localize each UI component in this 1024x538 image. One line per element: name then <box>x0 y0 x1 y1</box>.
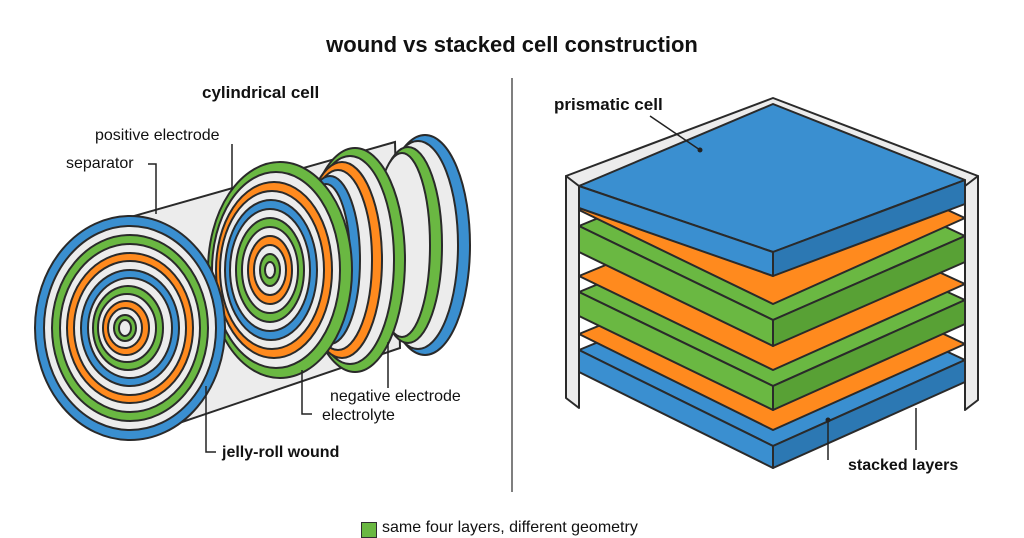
diagram-title: wound vs stacked cell construction <box>326 32 698 57</box>
prismatic-leaders <box>649 115 917 460</box>
prismatic-cell <box>565 97 979 469</box>
label-electrolyte: electrolyte <box>322 407 395 424</box>
leader-jelly-roll <box>205 386 216 453</box>
leader-prismatic-cell <box>649 115 701 151</box>
cylindrical-leaders <box>148 144 389 453</box>
label-jelly-roll: jelly-roll wound <box>222 444 340 461</box>
cylindrical-cell-heading: cylindrical cell <box>202 83 320 102</box>
label-negative-electrode: negative electrode <box>330 388 461 405</box>
casing-right <box>964 175 979 411</box>
label-stacked-layers: stacked layers <box>848 457 959 474</box>
label-positive-electrode: positive electrode <box>95 127 220 144</box>
casing-left <box>565 175 580 409</box>
leader-separator <box>148 163 157 214</box>
cylindrical-cell <box>34 134 471 441</box>
legend-text: same four layers, different geometry <box>382 519 638 536</box>
prismatic-cell-heading: prismatic cell <box>554 95 663 114</box>
label-separator: separator <box>66 155 134 172</box>
leader-electrolyte <box>301 370 312 415</box>
